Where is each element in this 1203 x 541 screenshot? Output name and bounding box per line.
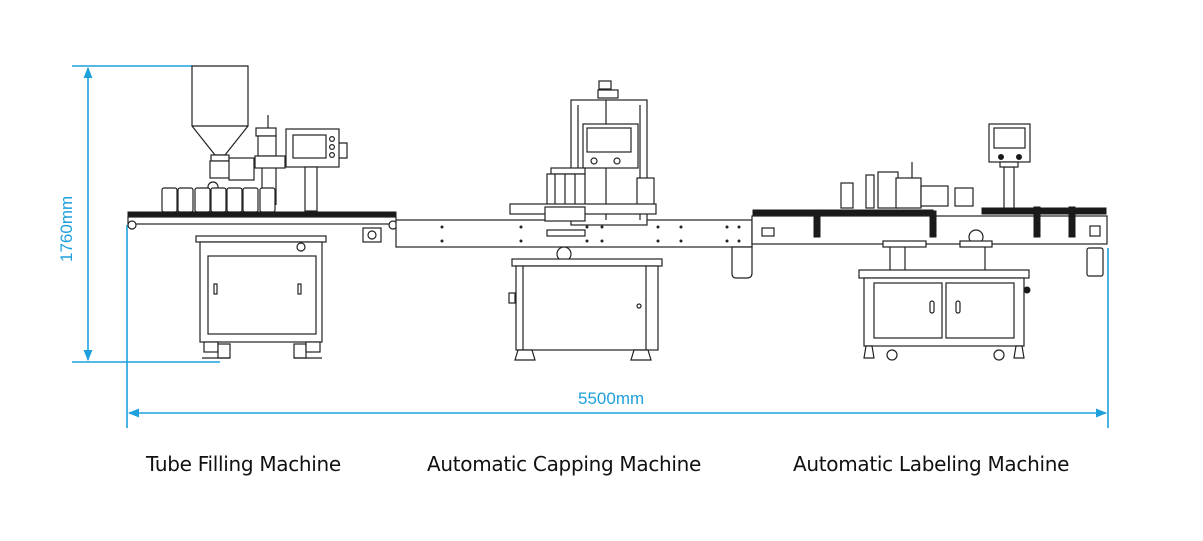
tube-filling-machine-drawing — [127, 65, 398, 359]
labeling-machine-drawing — [751, 123, 1108, 361]
caption-automatic-labeling-machine: Automatic Labeling Machine — [793, 452, 1070, 476]
filling-conveyor — [127, 211, 397, 218]
caption-automatic-capping-machine: Automatic Capping Machine — [427, 452, 702, 476]
bottles — [161, 187, 276, 213]
capping-machine-drawing — [508, 80, 753, 361]
control-panel-screen — [285, 128, 348, 212]
hopper — [191, 65, 249, 156]
caption-tube-filling-machine: Tube Filling Machine — [146, 452, 341, 476]
labeling-conveyor — [752, 209, 934, 217]
height-label: 1760mm — [57, 196, 76, 262]
capping-cabinet — [515, 265, 659, 351]
length-label: 5500mm — [578, 389, 644, 408]
labeling-control-panel — [988, 123, 1031, 210]
length-dimension: 5500mm — [126, 225, 1109, 428]
height-dimension: 1760mm — [57, 65, 220, 363]
